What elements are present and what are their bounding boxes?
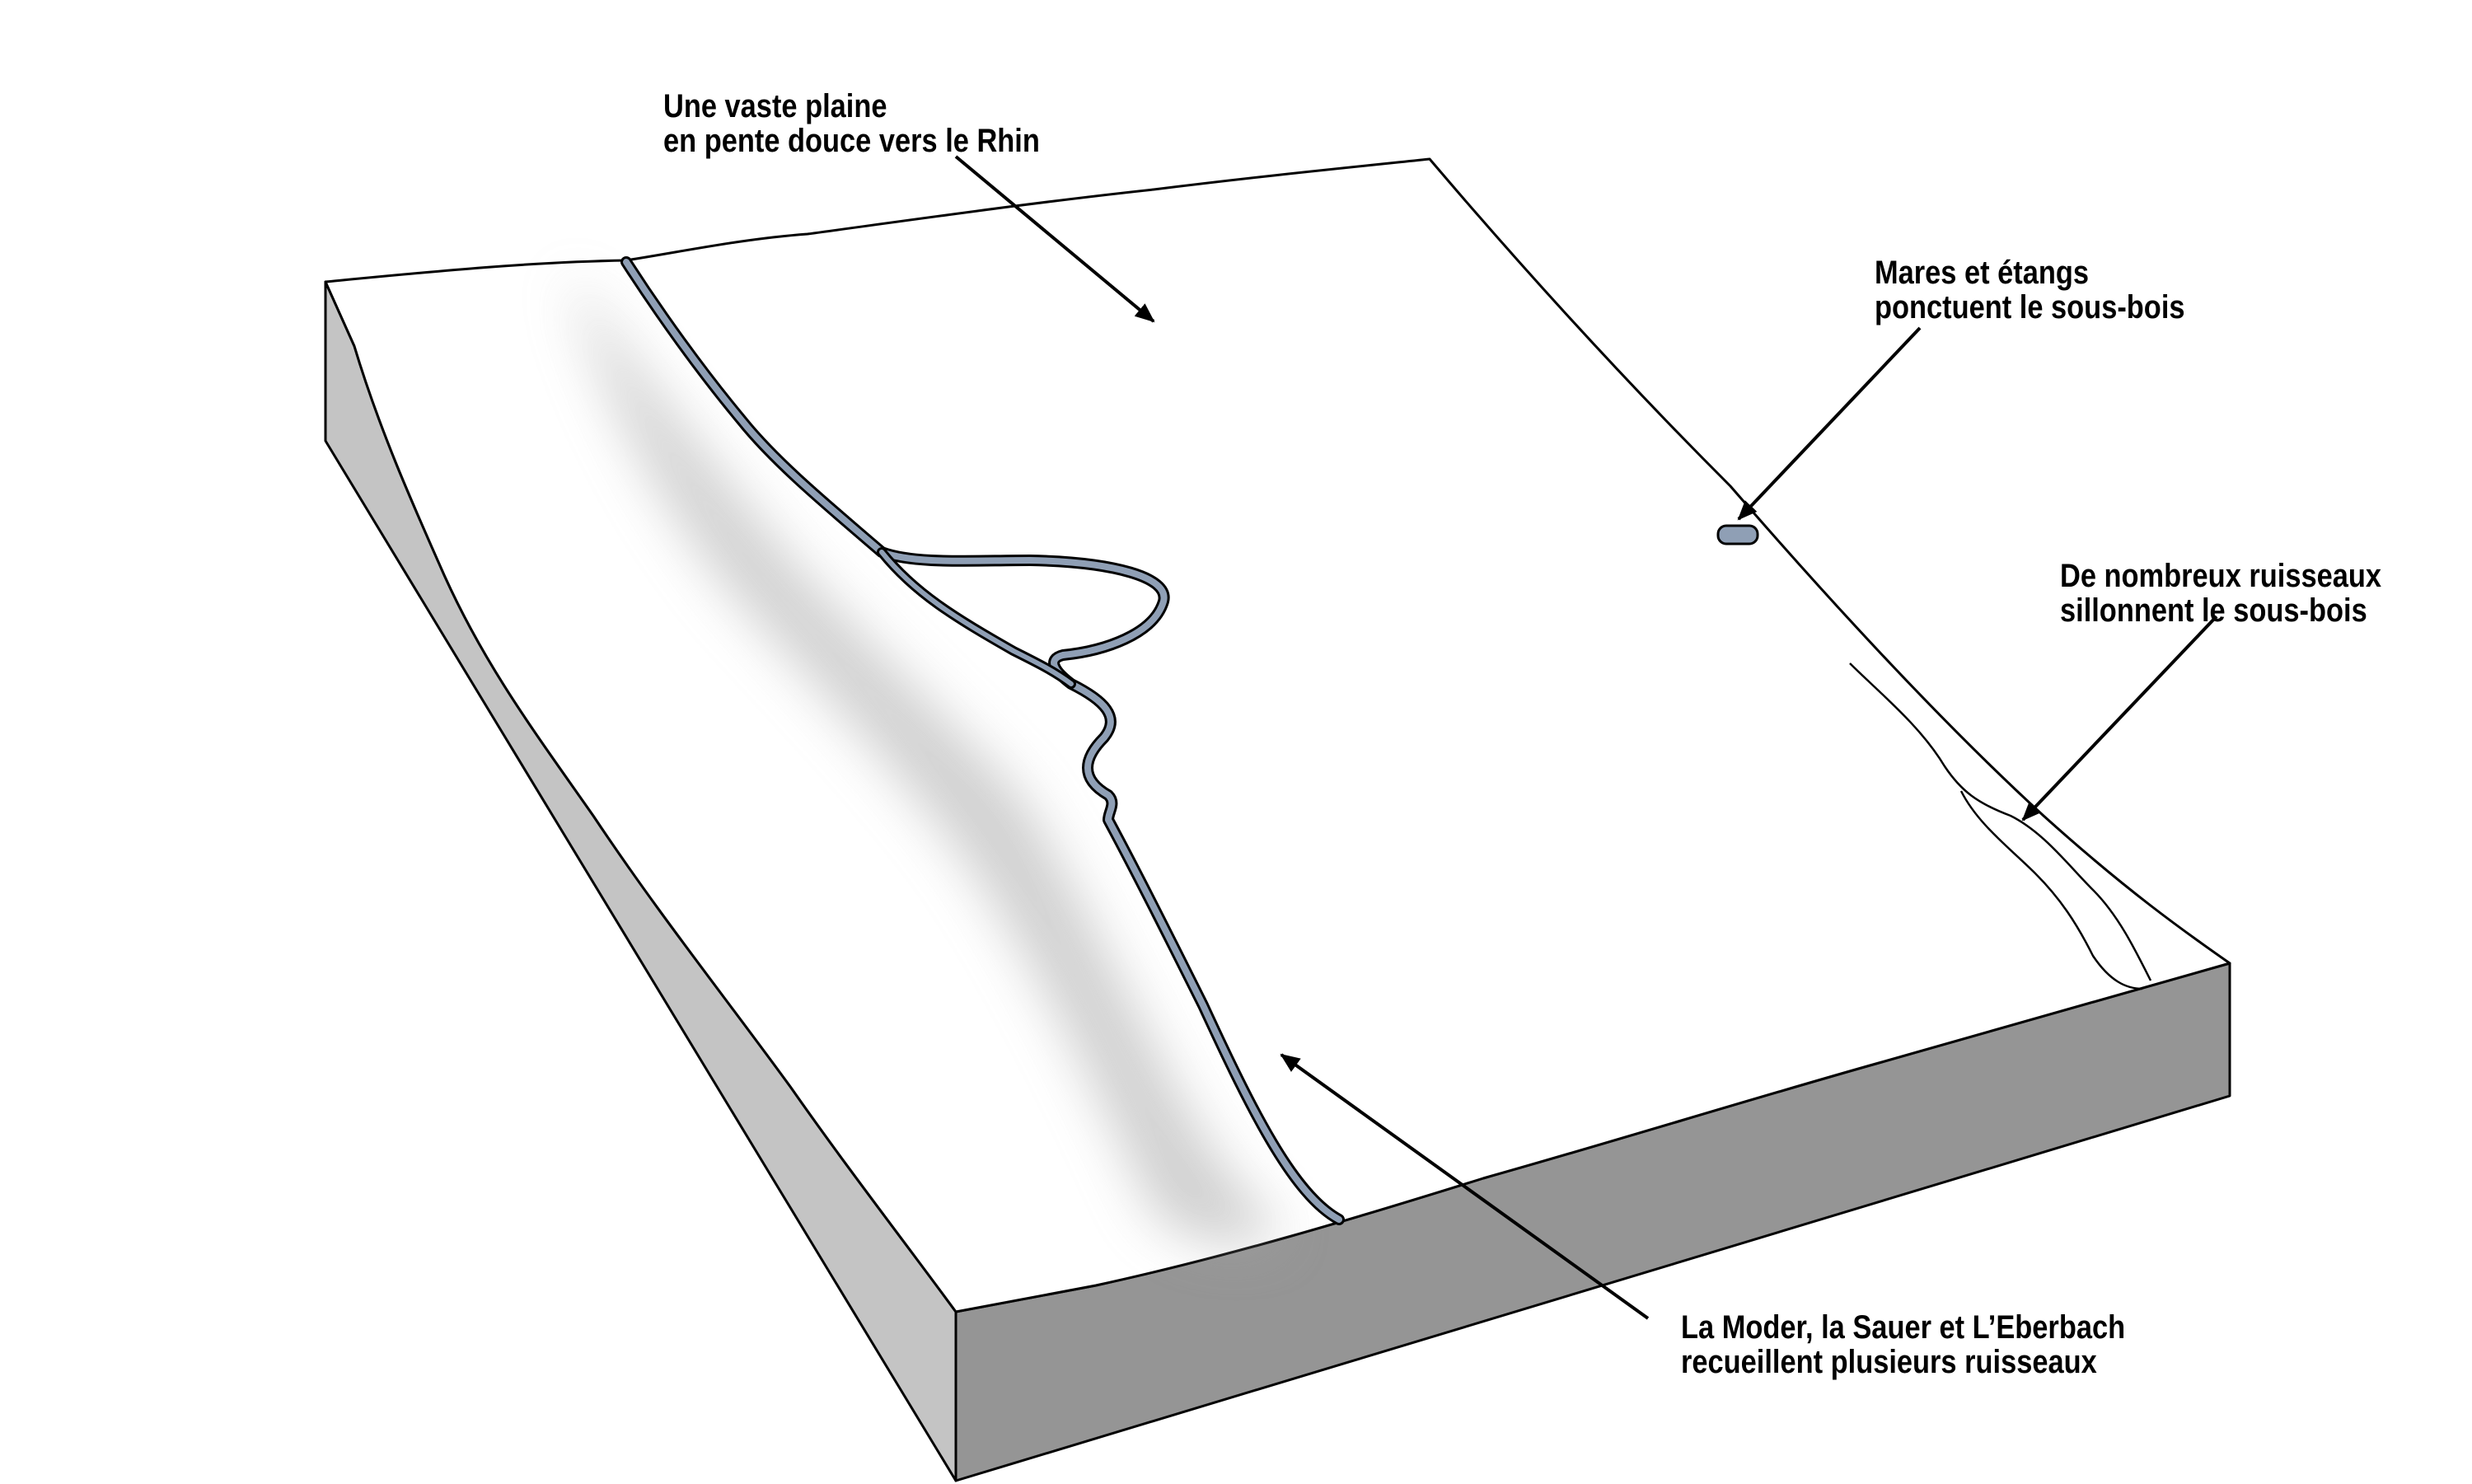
brook-upper: [1849, 662, 2152, 981]
arrow-rivieres: [1280, 1053, 1650, 1320]
label-plaine: Une vaste plaine en pente douce vers le …: [663, 89, 1040, 158]
label-ruisseaux: De nombreux ruisseaux sillonnent le sous…: [2060, 559, 2381, 628]
river-branch-water: [879, 550, 1074, 686]
label-mares-line1: Mares et étangs: [1875, 255, 2090, 291]
label-plaine-line1: Une vaste plaine: [663, 88, 887, 124]
label-mares: Mares et étangs ponctuent le sous-bois: [1875, 255, 2185, 325]
valley-slope-shadow: [569, 272, 1285, 1244]
label-rivieres-line2: recueillent plusieurs ruisseaux: [1681, 1344, 2097, 1380]
pond: [1716, 524, 1759, 545]
label-rivieres-line1: La Moder, la Sauer et L’Eberbach: [1681, 1309, 2126, 1346]
label-plaine-line2: en pente douce vers le Rhin: [663, 123, 1040, 159]
arrow-mares: [1737, 326, 1922, 521]
label-ruisseaux-line1: De nombreux ruisseaux: [2060, 558, 2382, 594]
main-river-water: [623, 259, 1342, 1223]
label-mares-line2: ponctuent le sous-bois: [1875, 289, 2185, 325]
arrow-ruisseaux: [2021, 615, 2218, 822]
arrow-plaine: [954, 155, 1155, 323]
brook-lower: [1959, 790, 2143, 990]
label-rivieres: La Moder, la Sauer et L’Eberbach recueil…: [1681, 1310, 2125, 1379]
label-ruisseaux-line2: sillonnent le sous-bois: [2060, 592, 2367, 629]
